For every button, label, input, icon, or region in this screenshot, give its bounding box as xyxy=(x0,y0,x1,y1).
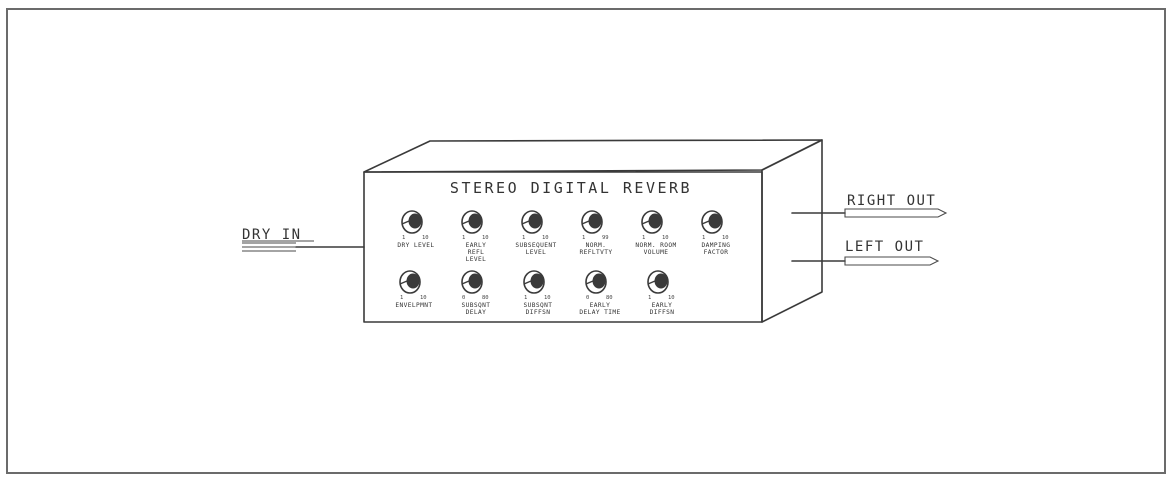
left-out-cable xyxy=(791,256,940,266)
knob-scale-max: 80 xyxy=(482,295,489,301)
right-out-label: RIGHT OUT xyxy=(847,193,936,209)
dry-in-cable xyxy=(242,242,365,252)
diagram-frame xyxy=(6,8,1166,474)
knob-label: SUBSQNT xyxy=(524,302,553,309)
knob-label: EARLY xyxy=(590,302,611,309)
knob-label: FACTOR xyxy=(704,249,729,256)
knob-scale-max: 10 xyxy=(422,235,429,241)
knob-label: VOLUME xyxy=(644,249,669,256)
knob-label: EARLY xyxy=(652,302,673,309)
knob-scale-min: 0 xyxy=(586,295,589,301)
left-out-label: LEFT OUT xyxy=(845,239,924,255)
knob-label: DIFFSN xyxy=(650,309,675,316)
knob-scale-min: 1 xyxy=(400,295,403,301)
knob-scale-min: 1 xyxy=(582,235,585,241)
knob-scale-min: 1 xyxy=(522,235,525,241)
panel-title: STEREO DIGITAL REVERB xyxy=(450,179,692,197)
knob-label: DELAY TIME xyxy=(579,309,620,316)
knob-label: SUBSQNT xyxy=(462,302,491,309)
knob-scale-max: 10 xyxy=(668,295,675,301)
knob-scale-max: 10 xyxy=(420,295,427,301)
knob-scale-max: 10 xyxy=(662,235,669,241)
knob-label: SUBSEQUENT xyxy=(515,242,556,249)
knob-scale-min: 1 xyxy=(462,235,465,241)
knob-label: REFLTVTY xyxy=(579,249,612,256)
knob-scale-max: 10 xyxy=(542,235,549,241)
knob-label: REFL xyxy=(468,249,485,256)
knob-label: DELAY xyxy=(466,309,487,316)
knob-scale-min: 1 xyxy=(524,295,527,301)
knob-scale-min: 1 xyxy=(648,295,651,301)
knob-label: DRY LEVEL xyxy=(397,242,434,249)
dry-in-label: DRY IN xyxy=(242,227,302,243)
knob-scale-min: 1 xyxy=(402,235,405,241)
knob-label: DAMPING xyxy=(702,242,731,249)
knob-scale-min: 0 xyxy=(462,295,465,301)
knob-scale-min: 1 xyxy=(642,235,645,241)
knob-label: LEVEL xyxy=(466,256,487,263)
knob-scale-max: 10 xyxy=(722,235,729,241)
knob-scale-max: 10 xyxy=(482,235,489,241)
knob-scale-max: 99 xyxy=(602,235,609,241)
box-side-face xyxy=(761,139,823,323)
knob-scale-min: 1 xyxy=(702,235,705,241)
right-out-cable xyxy=(791,208,948,218)
knob-scale-max: 80 xyxy=(606,295,613,301)
knob-label: NORM. xyxy=(586,242,607,249)
knob-scale-max: 10 xyxy=(544,295,551,301)
knob-label: EARLY xyxy=(466,242,487,249)
knob-label: LEVEL xyxy=(526,249,547,256)
knob-label: DIFFSN xyxy=(526,309,551,316)
box-top-face xyxy=(363,139,823,173)
knob-label: ENVELPMNT xyxy=(395,302,432,309)
knob-label: NORM. ROOM xyxy=(635,242,676,249)
